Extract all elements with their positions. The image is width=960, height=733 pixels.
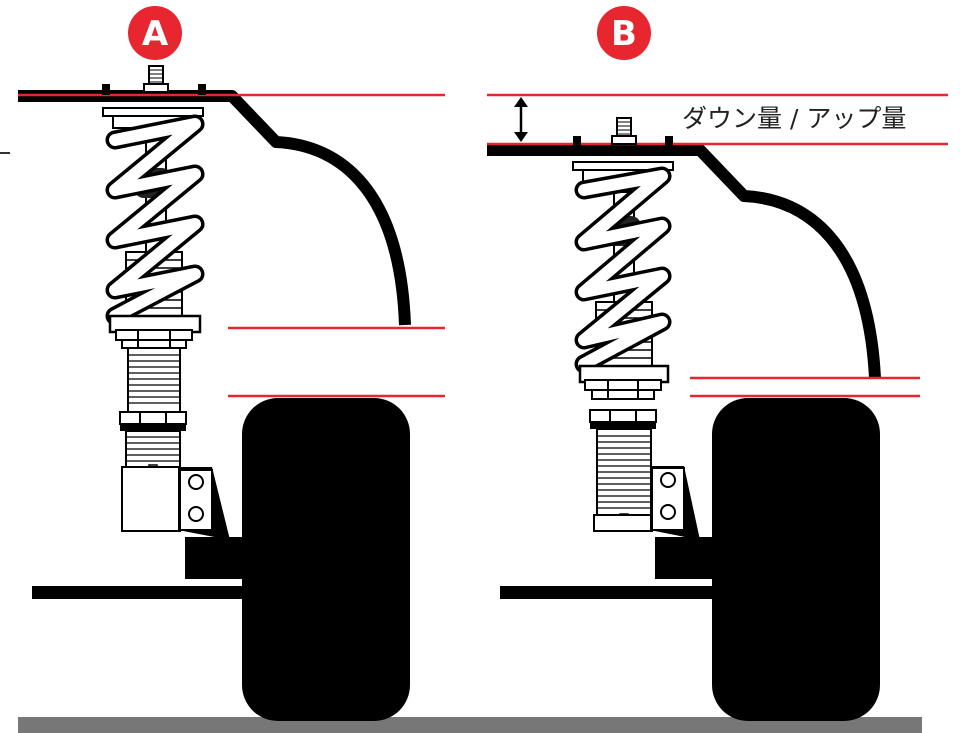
ground-bar bbox=[18, 717, 922, 733]
variant-a-lock-nut bbox=[115, 329, 193, 349]
variant-a-lower-bracket bbox=[121, 466, 181, 532]
variant-b-label: B bbox=[611, 14, 637, 54]
variant-a-lower-arm bbox=[32, 586, 250, 599]
variant-a-assembly: A bbox=[18, 6, 445, 721]
variant-b-lower-bracket bbox=[593, 514, 653, 532]
variant-a-knuckle-bracket bbox=[178, 467, 230, 540]
variant-b-height-adjust-nut bbox=[589, 409, 657, 429]
variant-a-height-adjust-nut bbox=[119, 411, 187, 431]
variant-b-knuckle bbox=[655, 537, 717, 579]
variant-b-body-panel bbox=[487, 144, 881, 379]
variant-a-knuckle bbox=[185, 537, 247, 579]
variant-b-badge: B bbox=[597, 6, 651, 60]
variant-b-assembly: B ダウン量 / アップ量 bbox=[487, 6, 948, 721]
variant-b-lock-nut bbox=[584, 379, 662, 400]
height-change-caption: ダウン量 / アップ量 bbox=[682, 104, 906, 133]
variant-a-badge: A bbox=[128, 6, 182, 60]
variant-a-tire bbox=[242, 398, 410, 721]
variant-a-threaded-housing bbox=[127, 347, 181, 414]
variant-a-label: A bbox=[142, 14, 169, 54]
variant-b-knuckle-bracket bbox=[650, 466, 700, 540]
height-change-arrow-icon bbox=[514, 97, 528, 142]
variant-a-body-panel bbox=[18, 90, 411, 326]
variant-b-lower-arm bbox=[500, 586, 718, 599]
variant-b-tire bbox=[712, 398, 880, 721]
